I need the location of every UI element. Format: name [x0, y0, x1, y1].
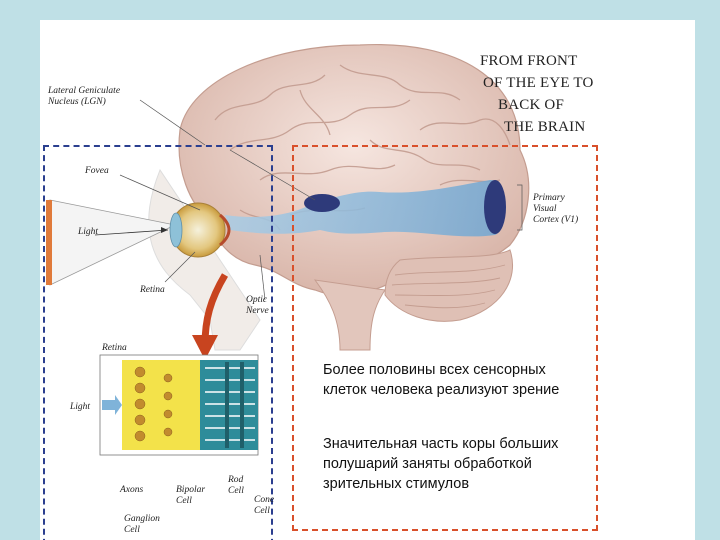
label-ganglion-cell: Ganglion Cell: [124, 514, 160, 536]
slide: FROM FRONT OF THE EYE TO BACK OF THE BRA…: [40, 20, 695, 540]
label-retina-eye: Retina: [140, 285, 165, 296]
label-optic-nerve: Optic Nerve: [246, 295, 269, 317]
diagram-title: FROM FRONT OF THE EYE TO BACK OF THE BRA…: [480, 50, 594, 138]
label-lgn: Lateral Geniculate Nucleus (LGN): [48, 86, 120, 108]
label-rod-cell: Rod Cell: [228, 475, 244, 497]
label-axons: Axons: [120, 485, 143, 496]
label-bipolar-cell: Bipolar Cell: [176, 485, 205, 507]
title-line-3: BACK OF: [498, 94, 594, 116]
label-light-eye: Light: [78, 227, 98, 238]
label-retina-section: Retina: [102, 343, 127, 354]
title-line-2: OF THE EYE TO: [483, 72, 594, 94]
title-line-4: THE BRAIN: [504, 116, 594, 138]
label-fovea: Fovea: [85, 166, 109, 177]
title-line-1: FROM FRONT: [480, 50, 594, 72]
label-primary-visual-cortex: Primary Visual Cortex (V1): [533, 193, 578, 226]
text-paragraph-1: Более половины всех сенсорных клеток чел…: [323, 360, 583, 400]
label-cone-cell: Cone Cell: [254, 495, 274, 517]
label-light-section: Light: [70, 402, 90, 413]
text-paragraph-2: Значительная часть коры больших полушари…: [323, 434, 583, 494]
